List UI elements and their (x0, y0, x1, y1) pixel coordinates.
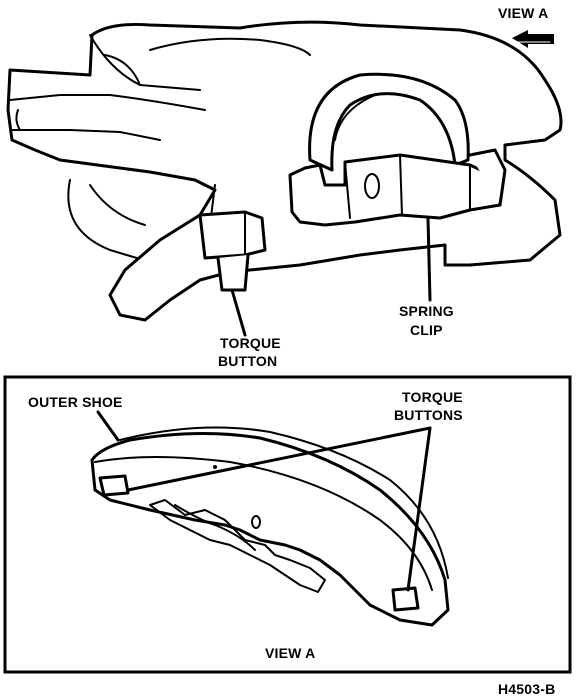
housing-top-curve (149, 37, 311, 56)
housing-end (15, 109, 21, 131)
caliper-bridge (308, 72, 470, 172)
bridge-inner-curve (334, 94, 376, 141)
torque-button-label-2: BUTTON (218, 353, 277, 369)
torque-button-stem (216, 253, 250, 292)
torque-buttons-label-1: TORQUE (402, 389, 463, 405)
view-a-label-top: VIEW A (498, 5, 548, 21)
spring-clip-leader (426, 216, 432, 302)
shoe-clip-hole (251, 515, 261, 529)
clip-fold-2 (399, 154, 403, 216)
caliper-assembly (6, 20, 563, 322)
figure-code: H4503-B (498, 681, 555, 697)
shoe-clip-outline (149, 499, 326, 593)
torque-button-right (391, 586, 420, 612)
torque-buttons-leader-left (126, 426, 432, 492)
rotor-inner-edge (89, 184, 146, 226)
view-a-label-bottom: VIEW A (265, 645, 315, 661)
shoe-rivet (213, 465, 217, 469)
torque-button-leader (230, 288, 247, 337)
view-a-panel (3, 375, 572, 674)
outer-shoe-label: OUTER SHOE (28, 394, 123, 410)
clip-hole (364, 173, 380, 199)
spring-clip-label-1: SPRING (399, 303, 454, 319)
housing-front-curve (104, 54, 141, 86)
outer-shoe-leader (96, 410, 120, 442)
housing-lower-ridge (11, 129, 161, 141)
torque-buttons-label-2: BUTTONS (394, 407, 463, 423)
outer-shoe-plate (90, 431, 450, 627)
housing-ridge (9, 94, 206, 111)
clip-fold (344, 161, 351, 219)
rotor-edge (67, 179, 151, 263)
torque-button-left (98, 474, 130, 497)
shoe-clip-ridge (174, 504, 256, 551)
torque-button-block (198, 210, 267, 260)
arrow-left-icon (512, 30, 554, 48)
outer-shoe (90, 426, 450, 627)
torque-button-label-1: TORQUE (220, 335, 281, 351)
spring-clip-label-2: CLIP (410, 322, 443, 338)
outer-shoe-inner-edge (94, 456, 433, 591)
torque-buttons-leader-right (406, 426, 432, 592)
clip-tab-right (468, 148, 507, 207)
